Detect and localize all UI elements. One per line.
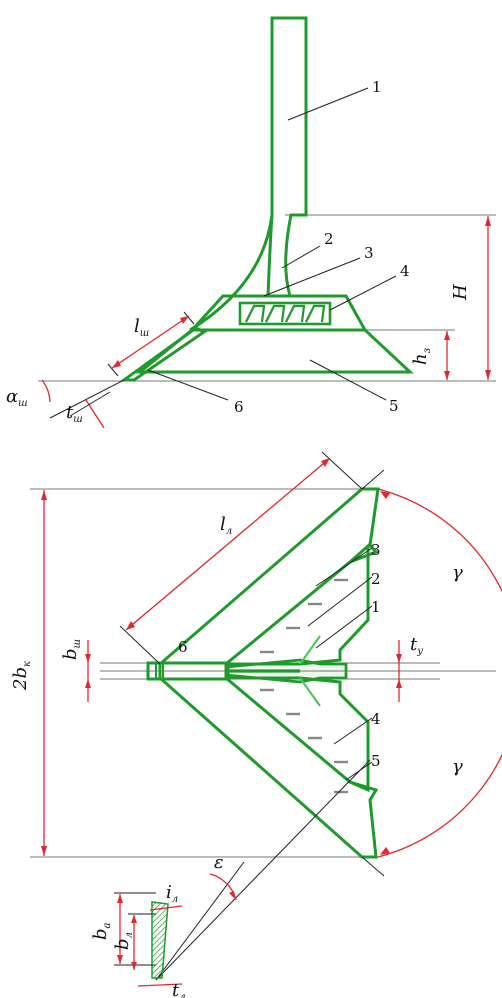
gamma-upper-label: γ — [452, 562, 463, 583]
plan-label-4: 4 — [371, 710, 381, 728]
side-label-5: 5 — [389, 397, 399, 415]
side-view: 1 2 3 4 5 6 H hз lш tш αш — [6, 16, 496, 429]
ll-extension-a — [321, 451, 363, 490]
ll-label: lл — [220, 514, 232, 537]
hz-label: hз — [410, 348, 433, 365]
chisel-plan — [146, 661, 230, 681]
alpha-arc — [41, 379, 51, 403]
rib-dashes — [260, 578, 348, 794]
epsilon-label: ε — [214, 852, 224, 873]
plan-view: 1 2 3 4 5 6 2bк bш lл tу γ γ ε iл ba bл … — [10, 451, 502, 998]
tl-dimension-line — [137, 983, 183, 987]
shank-curve — [189, 214, 274, 332]
side-label-3: 3 — [364, 244, 374, 262]
side-label-2: 2 — [324, 230, 334, 248]
lsh-extension-a — [107, 363, 119, 377]
ll-dimension-line — [125, 457, 331, 631]
il-label: iл — [166, 882, 178, 905]
chisel-part — [119, 326, 207, 382]
ba-label: ba — [90, 922, 113, 940]
lsh-label: lш — [134, 316, 149, 339]
plan-label-1: 1 — [371, 598, 381, 616]
epsilon-ray-a — [155, 759, 371, 981]
plan-label-6: 6 — [178, 638, 188, 656]
tsh-label: tш — [66, 402, 83, 425]
gamma-arc — [377, 488, 502, 858]
alpha-label: αш — [6, 386, 28, 409]
ty-label: tу — [410, 634, 423, 657]
tl-label: tл — [172, 980, 186, 998]
plan-label-2: 2 — [371, 570, 381, 588]
2bk-label: 2bк — [10, 661, 33, 691]
epsilon-ray-b — [155, 861, 245, 981]
lsh-dimension-line — [111, 315, 190, 369]
alpha-leader — [49, 379, 125, 419]
rib-set — [238, 301, 332, 326]
gamma-lower-label: γ — [452, 756, 463, 777]
ll-extension-b — [119, 625, 161, 665]
side-label-1: 1 — [372, 78, 382, 96]
shank-part — [266, 16, 308, 298]
side-label-4: 4 — [400, 262, 410, 280]
sweep-part — [135, 328, 414, 374]
plan-label-3: 3 — [371, 541, 381, 559]
blade-section — [151, 901, 169, 979]
lsh-extension-b — [183, 311, 195, 325]
tsh-leader — [69, 391, 111, 417]
side-label-6: 6 — [234, 398, 244, 416]
bl-label: bл — [112, 932, 135, 950]
plan-label-5: 5 — [371, 752, 381, 770]
gamma-extension-b — [361, 856, 385, 877]
H-label: H — [450, 284, 471, 301]
fin-edge — [299, 635, 321, 707]
il-dimension-line — [149, 905, 183, 911]
gamma-extension-a — [361, 469, 385, 490]
bsh-label: bш — [60, 639, 83, 660]
